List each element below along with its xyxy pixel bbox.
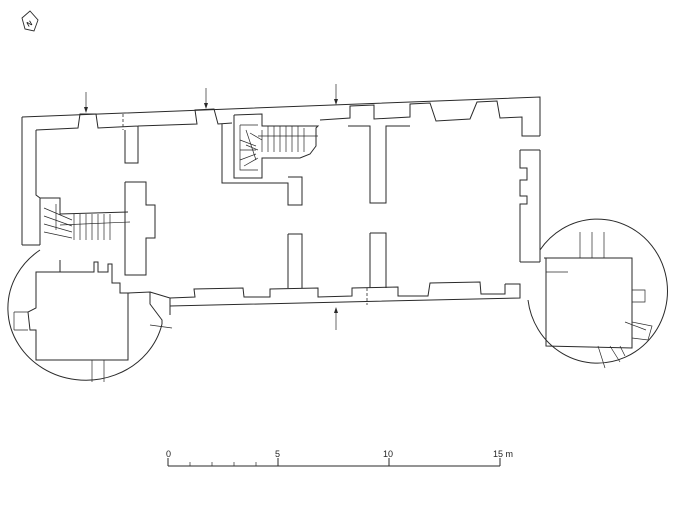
scale-label-10: 10	[383, 449, 393, 459]
scale-bar: 0 5 10 15 m	[166, 449, 513, 467]
left-tower	[7, 244, 173, 382]
north-label: N	[26, 20, 34, 29]
straight-stair	[40, 197, 131, 240]
spiral-stair	[233, 115, 320, 179]
entrance-arrows	[84, 84, 338, 330]
interior-partitions	[122, 114, 410, 305]
north-arrow-icon: N	[21, 10, 39, 32]
scale-label-15: 15 m	[493, 449, 513, 459]
main-building-walls	[21, 96, 541, 315]
scale-label-5: 5	[275, 449, 280, 459]
right-tower	[505, 218, 668, 369]
scale-label-0: 0	[166, 449, 171, 459]
